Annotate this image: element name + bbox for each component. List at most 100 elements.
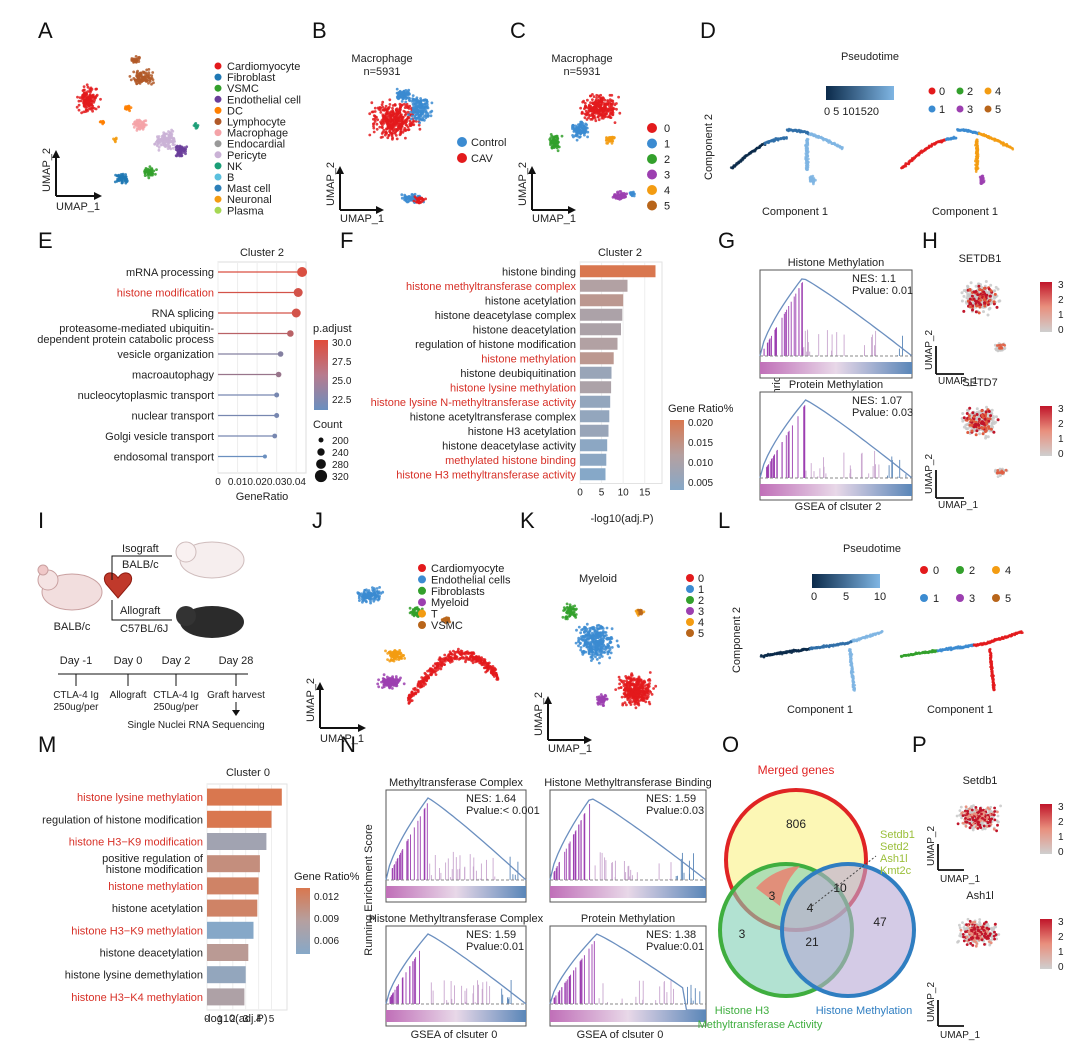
cell-point — [400, 113, 403, 117]
cell-point — [80, 111, 83, 115]
cell-point — [586, 98, 589, 102]
cell-point — [81, 95, 85, 99]
cell-point — [407, 113, 410, 117]
cell-point — [981, 174, 985, 178]
cell-point — [400, 193, 404, 197]
panel-letter-b: B — [312, 18, 327, 43]
cell-point — [385, 120, 389, 124]
cell-point — [84, 91, 87, 94]
umap-setd7-colorbar-tick: 0 — [1058, 449, 1064, 460]
cell-point — [565, 602, 569, 606]
timeline-day: Day -1 — [60, 655, 92, 667]
cell-point — [605, 108, 609, 112]
cell-point — [387, 134, 391, 137]
cell-point — [594, 119, 598, 123]
cell-point — [996, 475, 1000, 478]
cell-point — [400, 100, 404, 103]
cell-point — [408, 700, 412, 704]
cell-point — [375, 122, 379, 126]
cell-point — [155, 144, 159, 148]
cell-point — [158, 141, 161, 145]
pseudotime-ticks-d: 0 5 101520 — [824, 106, 879, 118]
cell-point — [381, 126, 384, 129]
dot-mark — [262, 454, 267, 459]
umap-setdb1-colorbar — [1040, 282, 1052, 332]
cell-point — [393, 652, 397, 655]
cell-point — [144, 123, 148, 127]
cell-point — [114, 137, 118, 141]
panel-b: Macrophage n=5931 UMAP_2 UMAP_1 ControlC… — [325, 53, 506, 225]
cell-point — [143, 168, 147, 172]
cell-point — [987, 410, 991, 413]
cell-point — [989, 414, 993, 418]
umap-a-xlabel: UMAP_1 — [56, 201, 100, 213]
cell-point — [77, 108, 81, 112]
cell-point — [551, 140, 555, 144]
cell-point — [172, 138, 176, 141]
cell-point — [423, 104, 427, 108]
cell-point — [604, 112, 608, 116]
cell-point — [375, 115, 378, 119]
cell-point — [404, 129, 407, 133]
cell-point — [615, 639, 619, 643]
cell-point — [464, 652, 467, 656]
cell-point — [368, 133, 372, 137]
cell-point — [380, 103, 384, 107]
gene-ratio-colorbar-f — [670, 420, 684, 490]
cell-point — [968, 297, 972, 301]
cell-point — [439, 659, 443, 663]
panel-a: UMAP_2 UMAP_1 CardiomyocyteFibroblastVSM… — [41, 55, 301, 217]
cell-point — [597, 118, 601, 122]
legend-dot — [647, 138, 657, 149]
cell-point — [391, 687, 394, 690]
cell-point — [983, 286, 986, 290]
cell-point — [135, 71, 139, 74]
cell-point — [984, 280, 988, 283]
padjust-colorbar — [314, 340, 328, 410]
cell-point — [425, 678, 428, 682]
cell-point — [132, 122, 135, 126]
cell-point — [479, 659, 483, 662]
timeline-event: Graft harvest — [207, 690, 265, 701]
cell-point — [388, 98, 392, 102]
cell-point — [392, 659, 396, 663]
cell-point — [583, 133, 586, 137]
cell-point — [402, 682, 406, 686]
cell-point — [471, 652, 474, 655]
bar-mark — [580, 381, 612, 394]
cell-point — [378, 586, 381, 589]
panel-e-title: Cluster 2 — [240, 247, 284, 259]
timeline-dose: 250ug/per — [153, 702, 199, 713]
cell-point — [193, 124, 197, 128]
cell-point — [974, 299, 977, 303]
x-tick-label: 0 — [215, 477, 221, 488]
timeline-event: Allograft — [110, 690, 147, 701]
cell-point — [997, 299, 1001, 303]
cell-point — [581, 627, 585, 631]
cell-point — [454, 654, 457, 658]
cell-point — [595, 93, 599, 97]
cell-point — [975, 429, 979, 433]
cell-point — [85, 95, 89, 98]
cell-point — [89, 97, 93, 101]
timeline-dose: 250ug/per — [53, 702, 99, 713]
cell-point — [410, 122, 413, 125]
cell-point — [403, 657, 406, 660]
cell-point — [975, 407, 979, 411]
legend-label: 4 — [995, 86, 1001, 98]
cell-point — [575, 130, 578, 133]
cell-point — [841, 146, 844, 149]
cell-point — [406, 90, 410, 94]
cell-point — [396, 96, 399, 100]
cell-point — [993, 289, 997, 293]
cell-point — [592, 102, 595, 106]
cell-point — [477, 655, 481, 659]
cell-point — [381, 105, 385, 109]
legend-label: 2 — [664, 154, 670, 166]
umap-setdb1-colorbar-tick: 3 — [1058, 280, 1064, 291]
cell-point — [416, 684, 420, 688]
category-label: Golgi vesicle transport — [105, 431, 214, 443]
umap-a-cells — [75, 55, 200, 185]
